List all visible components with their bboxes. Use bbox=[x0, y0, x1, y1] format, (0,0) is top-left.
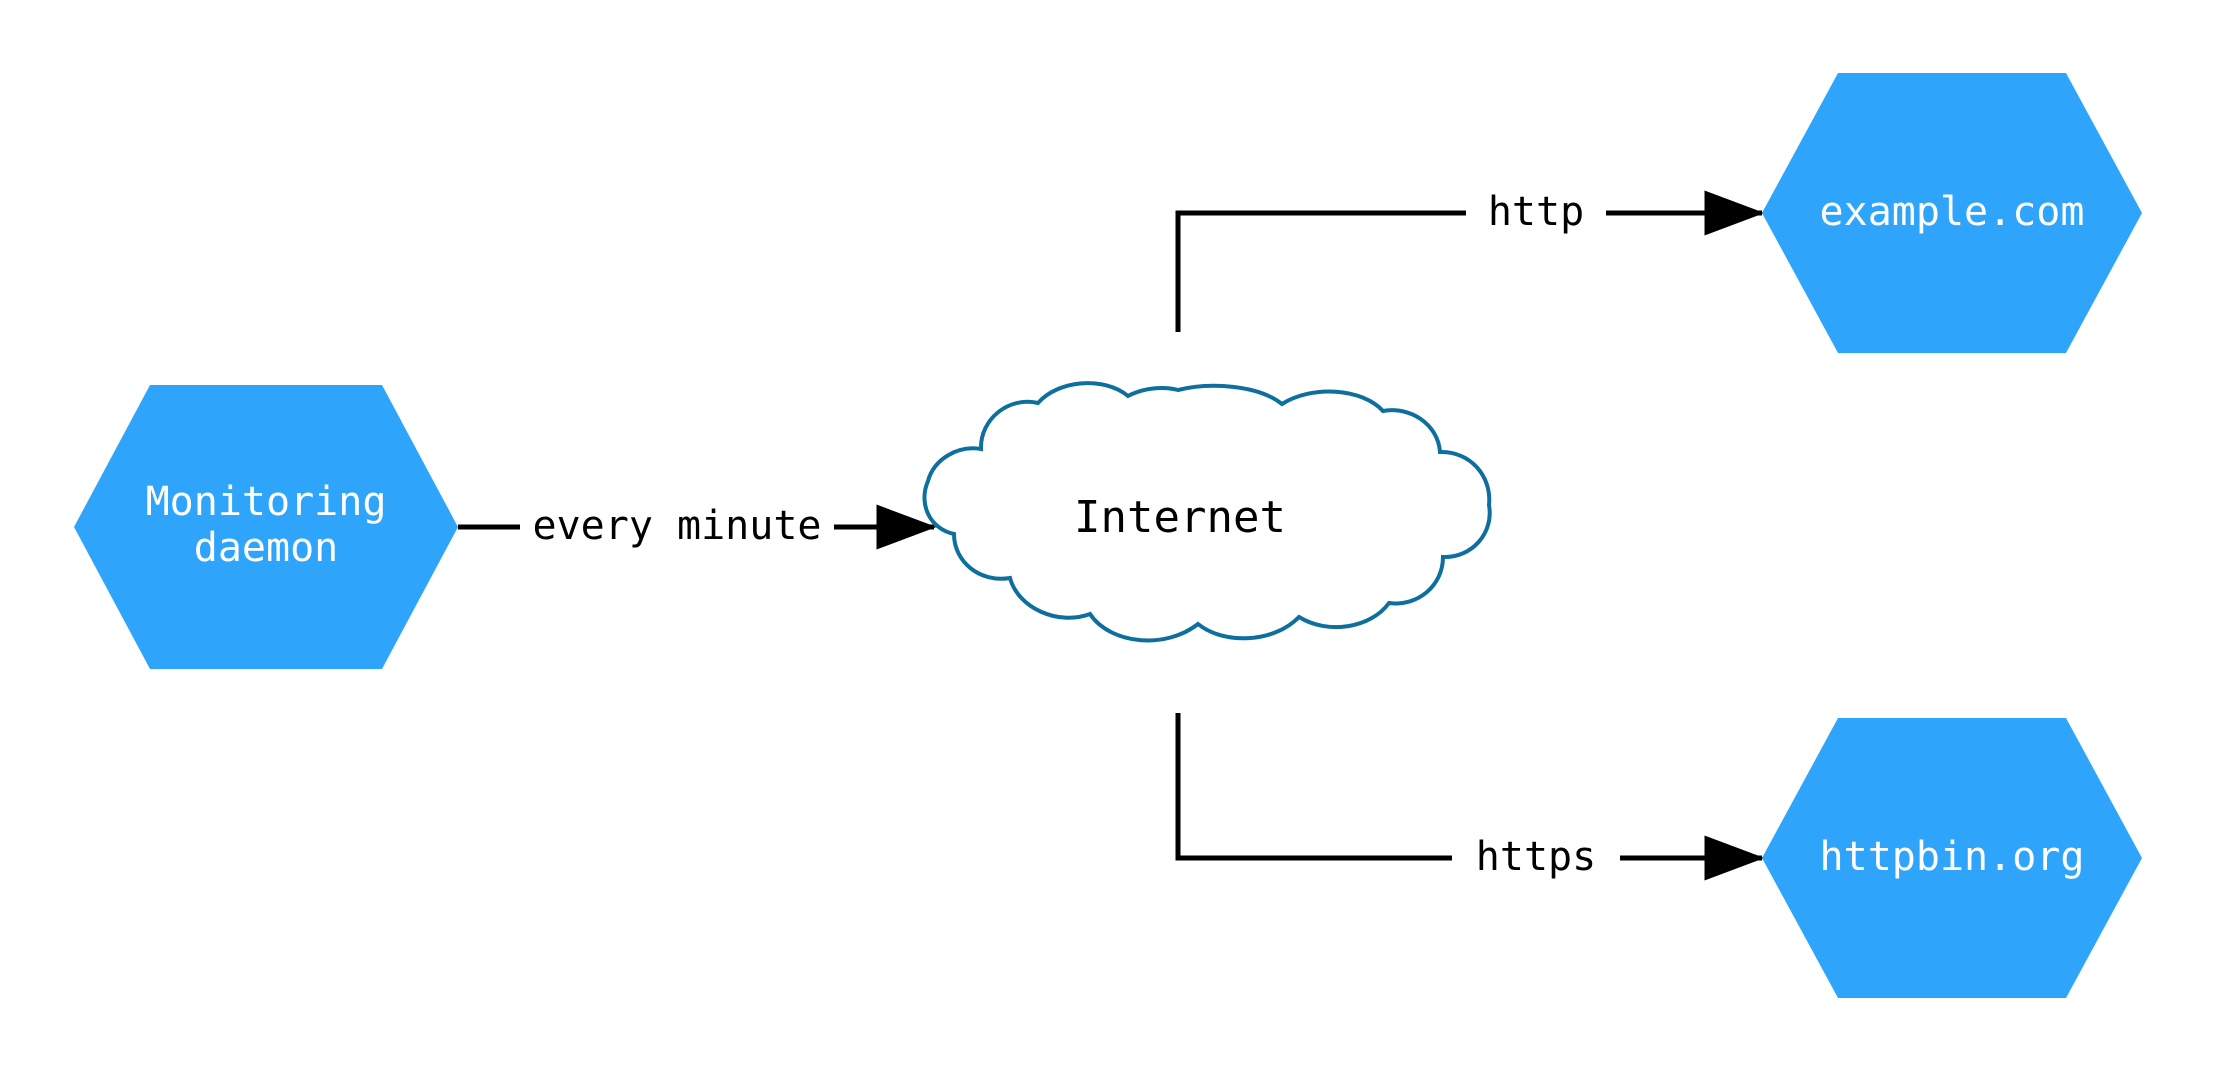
edge-path-up-right bbox=[1175, 210, 1466, 332]
edge-label-https: https bbox=[1476, 834, 1596, 880]
cloud-shape-internet[interactable] bbox=[922, 381, 1492, 643]
edge-label-every-minute: every minute bbox=[533, 503, 822, 549]
edge-internet-to-httpbin: https bbox=[1175, 713, 1765, 881]
edge-internet-to-example: http bbox=[1175, 189, 1765, 332]
edge-path-down-right bbox=[1175, 713, 1452, 861]
edge-daemon-to-internet: every minute bbox=[458, 503, 937, 550]
node-label-internet: Internet bbox=[1074, 492, 1286, 543]
hexagon-shape-example-com[interactable] bbox=[1762, 73, 2142, 353]
node-label-monitoring-daemon-line2: daemon bbox=[194, 525, 339, 571]
node-example-com[interactable]: example.com bbox=[1762, 73, 2142, 353]
hexagon-shape-monitoring-daemon[interactable] bbox=[74, 385, 458, 669]
node-monitoring-daemon[interactable]: Monitoring daemon bbox=[74, 385, 458, 669]
node-label-httpbin-org: httpbin.org bbox=[1820, 834, 2085, 880]
hexagon-shape-httpbin-org[interactable] bbox=[1762, 718, 2142, 998]
edge-label-http: http bbox=[1488, 189, 1584, 235]
node-label-monitoring-daemon-line1: Monitoring bbox=[146, 479, 387, 525]
node-label-example-com: example.com bbox=[1820, 189, 2085, 235]
node-httpbin-org[interactable]: httpbin.org bbox=[1762, 718, 2142, 998]
node-internet[interactable]: Internet bbox=[922, 381, 1492, 643]
